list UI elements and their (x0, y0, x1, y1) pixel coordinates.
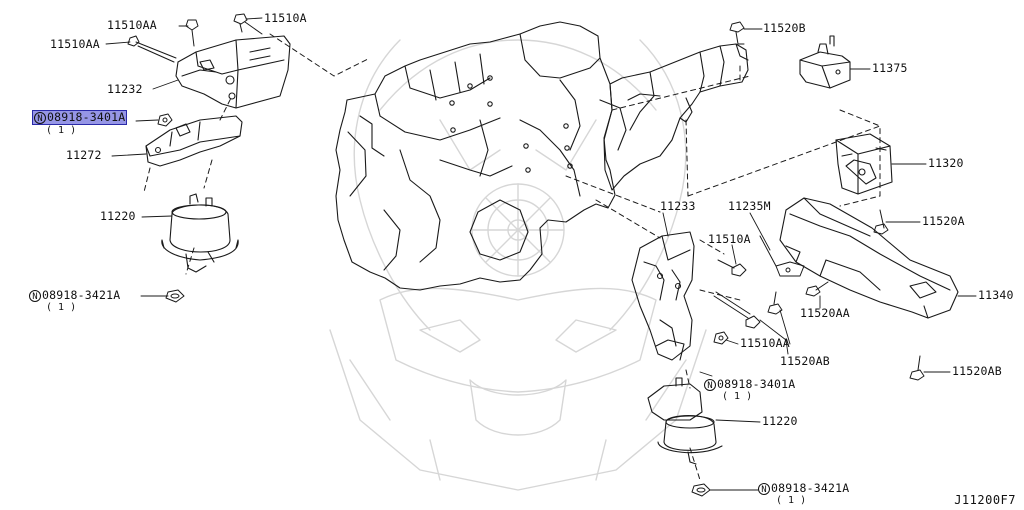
label-11520A: 11520A (922, 214, 965, 228)
n-marker-icon: N (758, 482, 770, 495)
bracket-11232 (175, 35, 291, 109)
qty-08918-3421A-left: ( 1 ) (46, 302, 77, 313)
qty-08918-3401A-right: ( 1 ) (722, 391, 753, 402)
n-marker-icon: N (34, 111, 46, 124)
nut-08918-3421A-left (165, 289, 185, 303)
label-11510A-top: 11510A (264, 11, 307, 25)
label-11520AB-right: 11520AB (952, 364, 1002, 378)
part-number-text: 08918-3401A (717, 377, 796, 391)
nut-08918-3401A-left (157, 113, 173, 127)
label-11232: 11232 (107, 82, 143, 96)
n-marker-icon: N (704, 378, 716, 391)
label-11235M: 11235M (728, 199, 771, 213)
insulator-11220-left (161, 193, 239, 273)
transmission-outline (603, 43, 749, 191)
diagram-code: J11200F7 (954, 493, 1016, 507)
mount-11320 (835, 133, 893, 195)
bolt-11520AB-right (909, 355, 925, 381)
leader-lines (105, 17, 977, 491)
bolt-11520AA (805, 281, 829, 297)
label-11375: 11375 (872, 61, 908, 75)
label-11520AB-mid: 11520AB (780, 354, 830, 368)
label-11220-right: 11220 (762, 414, 798, 428)
insulator-11220-right (647, 377, 723, 465)
bolt-11510AA-right (713, 291, 761, 329)
bolt-11510AA-left (127, 35, 177, 63)
bolt-11510A-right (717, 259, 747, 277)
label-11510AA-right: 11510AA (740, 336, 790, 350)
qty-08918-3401A-left: ( 1 ) (46, 125, 77, 136)
bolt-11520B (729, 21, 745, 45)
bolt-11510A-top (233, 13, 263, 35)
insulator-11375 (799, 35, 851, 89)
nut-08918-3401A-right (713, 331, 729, 345)
watermark-emblem (329, 39, 707, 491)
bolt-11520A (873, 209, 889, 235)
label-11510A-right: 11510A (708, 232, 751, 246)
bolt-11510AA-top (185, 19, 199, 47)
part-number-text: 08918-3421A (42, 288, 121, 302)
label-11233: 11233 (660, 199, 696, 213)
label-11520B: 11520B (763, 21, 806, 35)
label-11340: 11340 (978, 288, 1014, 302)
part-number-text: 08918-3401A (47, 110, 126, 124)
bracket-11272 (145, 115, 243, 167)
qty-08918-3421A-right: ( 1 ) (776, 495, 807, 506)
label-11220-left: 11220 (100, 209, 136, 223)
leader-dashes (143, 33, 881, 481)
bracket-11233 (631, 231, 695, 361)
label-11520AA: 11520AA (800, 306, 850, 320)
label-11320: 11320 (928, 156, 964, 170)
label-11272: 11272 (66, 148, 102, 162)
nut-08918-3421A-right (691, 483, 711, 497)
member-11340 (779, 197, 959, 319)
n-marker-icon: N (29, 289, 41, 302)
engine-outline (335, 21, 627, 291)
bolt-11520AB-mid (767, 291, 783, 315)
bracket-11235M (759, 235, 805, 277)
label-11510AA-left: 11510AA (50, 37, 100, 51)
label-11510AA-top: 11510AA (107, 18, 157, 32)
part-number-text: 08918-3421A (771, 481, 850, 495)
